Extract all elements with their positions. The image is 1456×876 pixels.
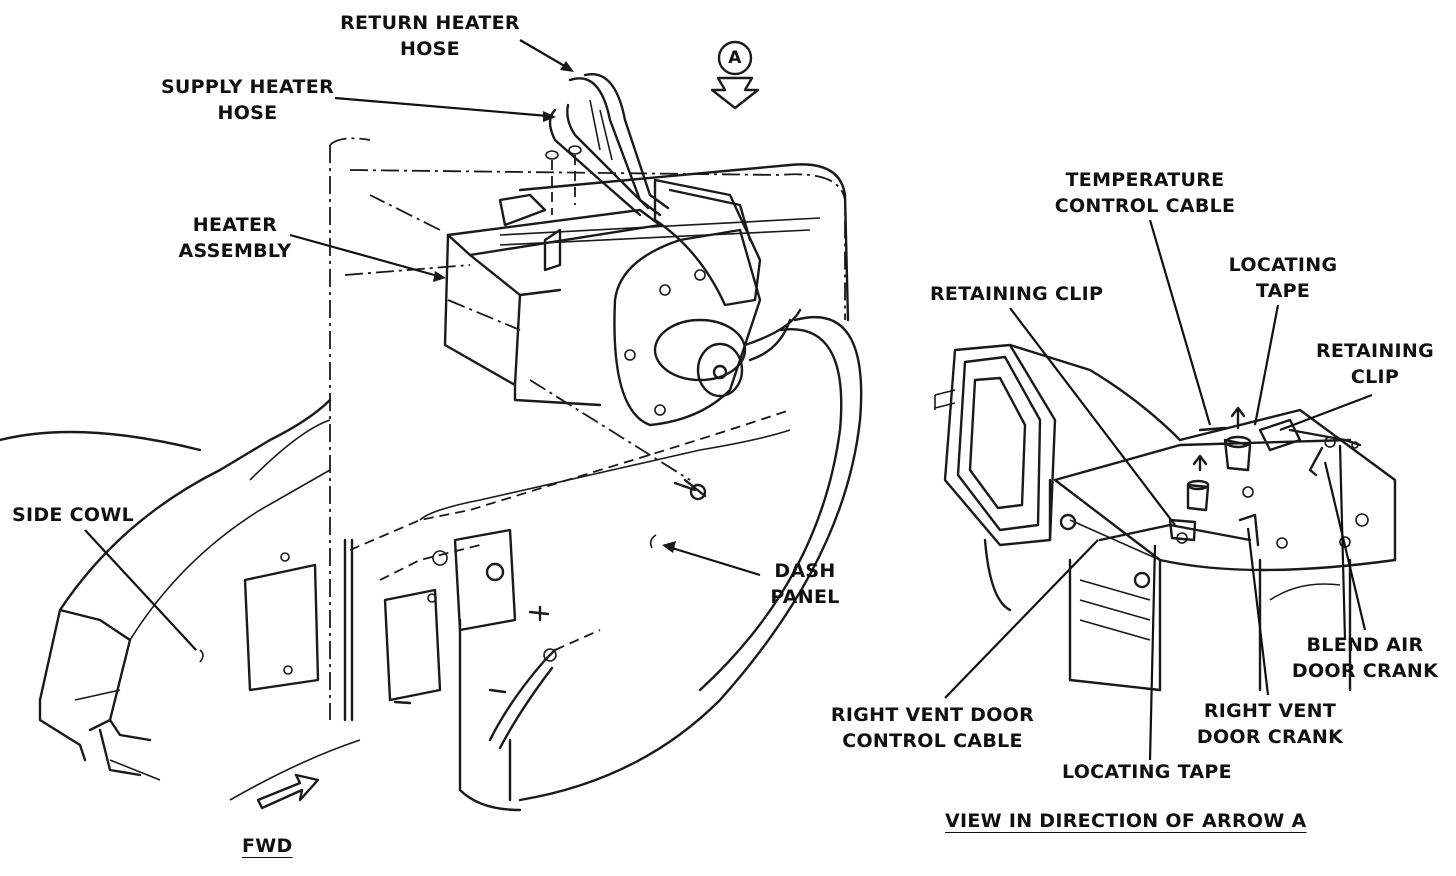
retaining-clip-right-line2: CLIP bbox=[1350, 366, 1400, 388]
label-dash-panel: DASH PANEL bbox=[770, 558, 840, 610]
label-temperature-control-cable: TEMPERATURE CONTROL CABLE bbox=[1045, 167, 1245, 219]
mounting-hardware-drawing bbox=[243, 379, 707, 750]
floor-and-fwd-arrow bbox=[229, 618, 522, 812]
label-side-cowl: SIDE COWL bbox=[12, 504, 134, 526]
right-leader-lines bbox=[944, 219, 1373, 761]
label-right-vent-door-control-cable: RIGHT VENT DOOR CONTROL CABLE bbox=[825, 702, 1040, 754]
left-leader-lines bbox=[84, 39, 761, 663]
right-view-drawing bbox=[934, 343, 1397, 692]
right-vent-door-crank-line1: RIGHT VENT bbox=[1203, 700, 1337, 722]
temperature-control-cable-line2: CONTROL CABLE bbox=[1054, 195, 1236, 217]
temperature-control-cable-line1: TEMPERATURE bbox=[1065, 169, 1225, 191]
dash-panel-curve bbox=[419, 315, 863, 802]
dash-panel-line2: PANEL bbox=[770, 586, 840, 608]
blend-air-door-crank-line2: DOOR CRANK bbox=[1291, 660, 1439, 682]
dash-panel-line1: DASH bbox=[774, 560, 836, 582]
label-return-heater-hose: RETURN HEATER HOSE bbox=[330, 10, 530, 62]
right-vent-door-control-cable-line1: RIGHT VENT DOOR bbox=[830, 704, 1035, 726]
retaining-clip-right-line1: RETAINING bbox=[1315, 340, 1435, 362]
arrow-a-indicator bbox=[710, 40, 760, 110]
label-view-caption: VIEW IN DIRECTION OF ARROW A bbox=[945, 810, 1307, 832]
return-heater-hose-line1: RETURN HEATER bbox=[340, 12, 520, 34]
right-vent-door-control-cable-line2: CONTROL CABLE bbox=[842, 730, 1023, 752]
label-retaining-clip-left: RETAINING CLIP bbox=[930, 283, 1104, 305]
label-supply-heater-hose: SUPPLY HEATER HOSE bbox=[150, 74, 345, 126]
locating-tape-top-line2: TAPE bbox=[1255, 280, 1311, 302]
return-heater-hose-line2: HOSE bbox=[400, 38, 460, 60]
blend-air-door-crank-line1: BLEND AIR bbox=[1306, 634, 1424, 656]
locating-tape-top-line1: LOCATING bbox=[1228, 254, 1338, 276]
supply-heater-hose-line2: HOSE bbox=[217, 102, 278, 124]
label-arrow-a: A bbox=[728, 48, 742, 68]
heater-assembly-drawing bbox=[443, 178, 802, 427]
label-locating-tape-top: LOCATING TAPE bbox=[1218, 252, 1348, 304]
heater-assembly-line2: ASSEMBLY bbox=[178, 240, 292, 262]
label-fwd: FWD bbox=[242, 835, 293, 857]
supply-heater-hose-line1: SUPPLY HEATER bbox=[160, 76, 335, 98]
label-right-vent-door-crank: RIGHT VENT DOOR CRANK bbox=[1190, 698, 1350, 750]
label-locating-tape-bottom: LOCATING TAPE bbox=[1062, 761, 1232, 783]
right-vent-door-crank-line2: DOOR CRANK bbox=[1196, 726, 1344, 748]
label-heater-assembly: HEATER ASSEMBLY bbox=[165, 212, 305, 264]
dash-panel-outline bbox=[329, 137, 850, 720]
side-cowl-drawing bbox=[0, 398, 332, 781]
label-blend-air-door-crank: BLEND AIR DOOR CRANK bbox=[1290, 632, 1440, 684]
label-retaining-clip-right: RETAINING CLIP bbox=[1310, 338, 1440, 390]
heater-assembly-line1: HEATER bbox=[192, 214, 278, 236]
heater-hoses-drawing bbox=[545, 72, 670, 217]
